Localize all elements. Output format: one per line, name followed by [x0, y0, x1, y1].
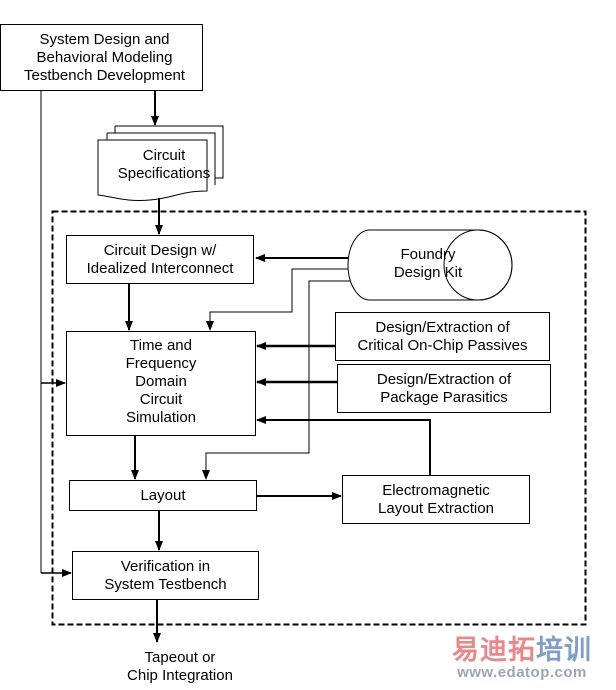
document-stack-shape [97, 125, 224, 201]
node-text: Electromagnetic [382, 481, 490, 499]
node-text: Testbench Development [24, 66, 185, 84]
foundry-kit-cylinder [347, 229, 513, 301]
node-text: System Design and [39, 30, 170, 48]
node-foundry-kit: Foundry Design Kit [378, 246, 478, 282]
node-simulation: Time and Frequency Domain Circuit Simula… [66, 331, 256, 436]
node-text: Layout Extraction [378, 499, 494, 517]
node-layout: Layout [69, 480, 257, 511]
node-text: Specifications [117, 165, 211, 182]
node-text: Critical On-Chip Passives [357, 336, 528, 354]
node-tapeout: Tapeout or Chip Integration [100, 649, 260, 685]
node-text: Foundry [400, 246, 456, 263]
node-text: Design Kit [393, 264, 463, 281]
node-circuit-specs: Circuit Specifications [108, 147, 220, 183]
node-em-extraction: Electromagnetic Layout Extraction [342, 475, 530, 524]
node-text: Design/Extraction of [376, 370, 512, 388]
node-text: Behavioral Modeling [36, 48, 173, 66]
node-text: System Testbench [104, 575, 227, 593]
edge-foundry-to-layout [202, 280, 350, 480]
edge-foundry-to-simulation [206, 268, 348, 331]
node-text: Time and [130, 337, 192, 354]
node-text: Circuit Design w/ [103, 241, 217, 259]
node-passives: Design/Extraction of Critical On-Chip Pa… [335, 312, 550, 361]
edge-em-to-simulation [256, 416, 431, 475]
node-package: Design/Extraction of Package Parasitics [337, 364, 551, 413]
watermark-red-text: 易迪拓 [452, 635, 536, 665]
node-text: Chip Integration [127, 667, 233, 684]
node-verification: Verification in System Testbench [72, 551, 259, 600]
node-text: Verification in [120, 557, 211, 575]
node-text: Tapeout or [144, 649, 216, 666]
watermark: 易迪拓培训 www.edatop.com [452, 635, 592, 681]
node-text: Idealized Interconnect [86, 259, 234, 277]
watermark-blue-text: 培训 [536, 635, 592, 665]
watermark-url: www.edatop.com [457, 664, 587, 681]
node-circuit-design: Circuit Design w/ Idealized Interconnect [66, 235, 254, 284]
node-text: Package Parasitics [380, 388, 508, 406]
node-text: Simulation [125, 409, 197, 426]
node-text: Design/Extraction of [375, 318, 510, 336]
node-text: Frequency [125, 355, 197, 372]
node-system-design: System Design and Behavioral Modeling Te… [0, 24, 203, 91]
node-text: Circuit [139, 391, 183, 408]
node-text: Domain [135, 373, 187, 390]
design-loop-boundary [51, 210, 587, 626]
node-text: Circuit [142, 147, 186, 164]
node-text: Layout [140, 486, 186, 504]
watermark-logo-text: 易迪拓培训 [452, 635, 592, 665]
